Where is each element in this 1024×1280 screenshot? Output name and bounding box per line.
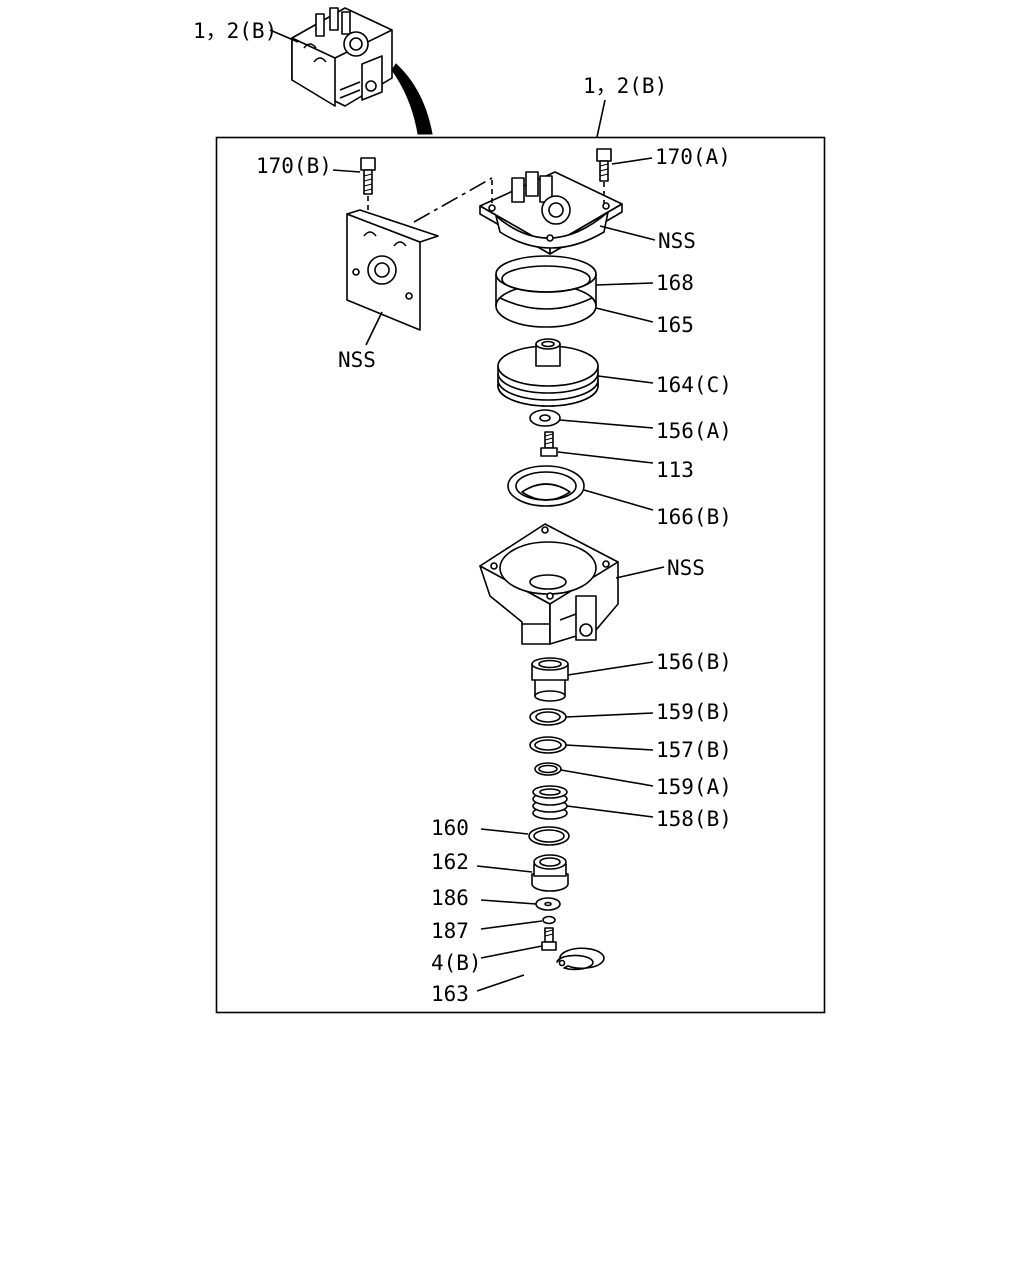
bolt-170a <box>596 148 612 182</box>
label-186: 186 <box>431 886 469 910</box>
label-cover-nss: NSS <box>658 229 696 253</box>
ring-159b <box>529 708 567 726</box>
label-113: 113 <box>656 458 694 482</box>
body-nss <box>479 523 619 645</box>
washer-156a <box>529 409 561 427</box>
cover-nss <box>479 171 623 255</box>
bolt-170b <box>360 157 376 195</box>
label-166b: 166(B) <box>656 505 732 529</box>
label-170b: 170(B) <box>256 154 332 178</box>
label-top-assembly: 1，2(B) <box>193 19 277 43</box>
label-body-nss: NSS <box>667 556 705 580</box>
plug-162 <box>531 854 569 892</box>
piston-164c <box>497 338 599 407</box>
screw-4b <box>541 927 557 951</box>
diagram-frame <box>215 136 826 1014</box>
label-156b: 156(B) <box>656 650 732 674</box>
label-160: 160 <box>431 816 469 840</box>
label-170a: 170(A) <box>655 145 731 169</box>
label-158b: 158(B) <box>656 807 732 831</box>
ring-168-165 <box>495 255 597 328</box>
washer-187 <box>542 915 556 925</box>
spring-158b <box>532 785 568 820</box>
label-159a: 159(A) <box>656 775 732 799</box>
label-187: 187 <box>431 919 469 943</box>
washer-186 <box>535 897 561 911</box>
diaphragm-166b <box>507 465 585 507</box>
snap-ring-163 <box>556 947 605 971</box>
reference-assembly-thumbnail <box>291 7 393 107</box>
label-159b: 159(B) <box>656 700 732 724</box>
label-165: 165 <box>656 313 694 337</box>
ring-157b <box>529 736 567 754</box>
bolt-113 <box>540 431 558 457</box>
label-162: 162 <box>431 850 469 874</box>
label-157b: 157(B) <box>656 738 732 762</box>
label-164c: 164(C) <box>656 373 732 397</box>
ring-160 <box>528 826 570 846</box>
label-4b: 4(B) <box>431 951 482 975</box>
valve-156b <box>531 657 569 702</box>
label-bracket-nss: NSS <box>338 348 376 372</box>
assembly-arrow <box>391 63 433 135</box>
bracket-nss <box>346 209 439 331</box>
label-box-assembly: 1，2(B) <box>583 74 667 98</box>
label-168: 168 <box>656 271 694 295</box>
label-163: 163 <box>431 982 469 1006</box>
label-156a: 156(A) <box>656 419 732 443</box>
oring-159a <box>534 762 562 776</box>
